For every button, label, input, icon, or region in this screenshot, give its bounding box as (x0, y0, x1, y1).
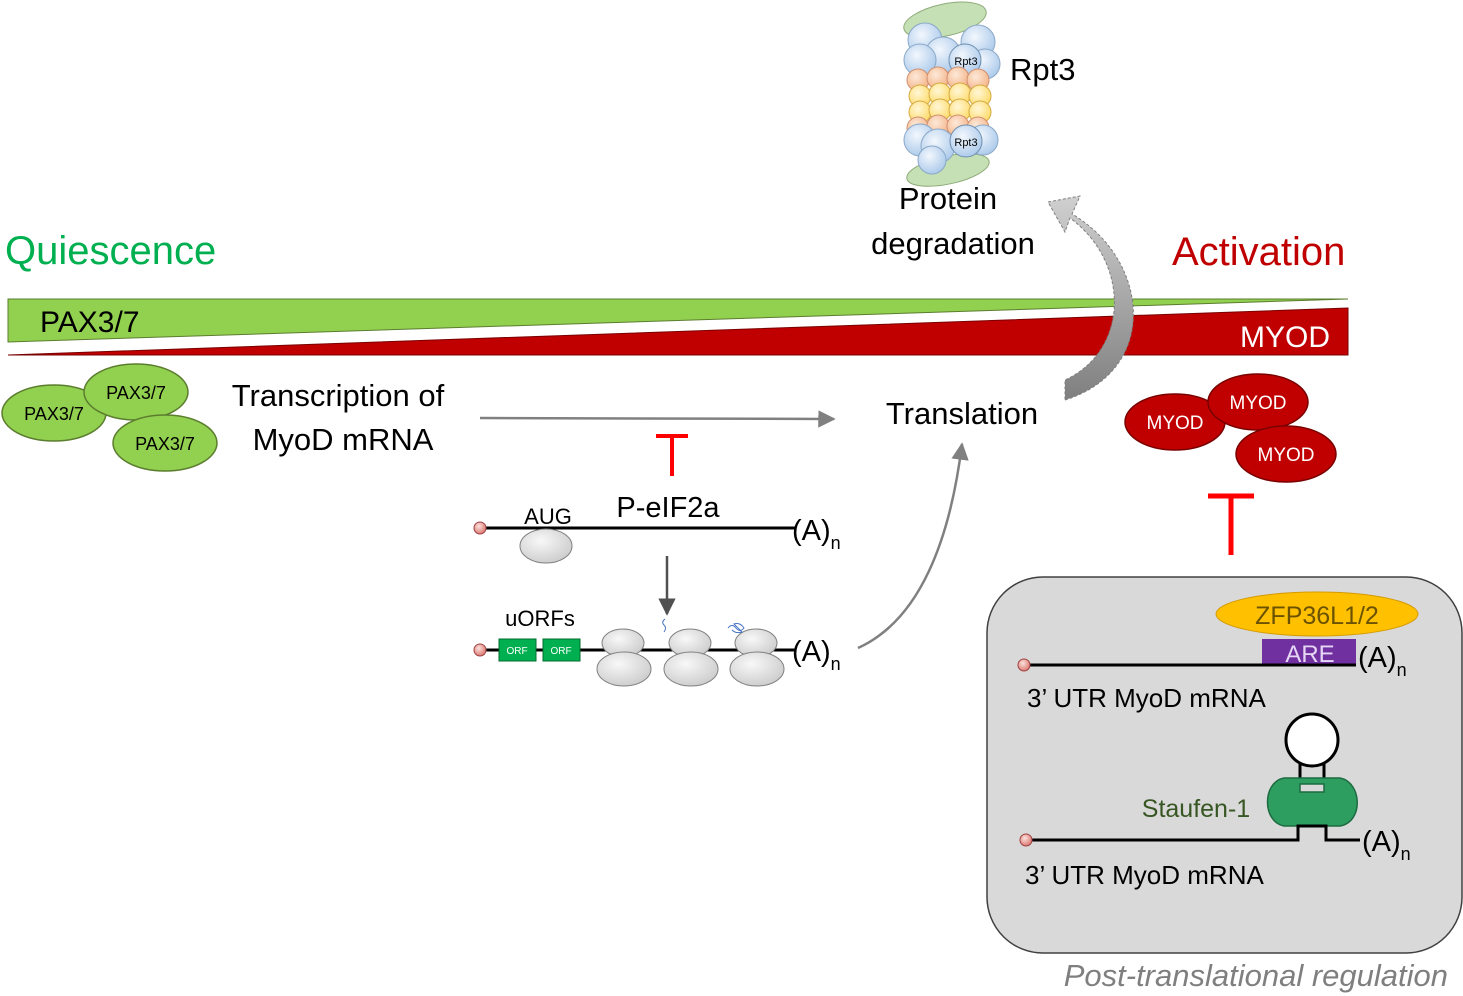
polya-subscript: n (1397, 660, 1407, 680)
rpt3-subunit-label-top: Rpt3 (954, 56, 977, 68)
polya-subscript: n (831, 654, 841, 674)
post-translational-panel (986, 576, 1463, 954)
eif2a-label: P-eIF2a (616, 492, 720, 524)
myod-oval-label: MYOD (1258, 445, 1315, 466)
utr1-polya-tail: (A)n (1358, 642, 1407, 680)
myod-oval-label: MYOD (1230, 393, 1287, 414)
are-box (1262, 639, 1356, 665)
transcription-label-line2: MyoD mRNA (253, 422, 434, 457)
uorf-to-translation-arrow (857, 442, 969, 650)
ribosome-icon (729, 651, 785, 687)
utr2-mrna-line (1026, 824, 1360, 842)
pax-oval (112, 414, 218, 472)
polya-subscript: n (1401, 844, 1411, 864)
ribosome-icon (596, 651, 652, 687)
inhibition-t-icon-large (1208, 493, 1254, 555)
degradation-label-line1: Protein (899, 181, 997, 216)
polya-text: (A) (792, 636, 831, 668)
orf-label: ORF (506, 646, 527, 657)
mrna-cap-icon (1017, 658, 1031, 672)
pax-oval-group (1, 363, 218, 472)
zfp36l-label: ZFP36L1/2 (1255, 602, 1379, 630)
orf-box (542, 638, 581, 662)
pax-gradient-label: PAX3/7 (40, 306, 140, 339)
orf-box (498, 638, 537, 662)
transcription-arrow (479, 410, 836, 428)
staufen-protein-icon (1266, 777, 1358, 827)
proteasome-icon (903, 1, 1001, 187)
rpt3-label: Rpt3 (1010, 52, 1075, 87)
mrna-cap-icon (1019, 833, 1033, 847)
quiescence-label: Quiescence (5, 229, 216, 273)
uorf-polya-tail: (A)n (792, 636, 841, 674)
peptide-icon (662, 618, 666, 633)
utr2-label: 3’ UTR MyoD mRNA (1025, 860, 1264, 890)
peptide-icon (727, 623, 745, 634)
uorf-label: uORFs (505, 606, 575, 631)
degradation-curved-arrow (1047, 195, 1134, 401)
transcription-label-line1: Transcription of (232, 378, 445, 413)
aug-label: AUG (524, 504, 572, 529)
translation-label: Translation (886, 396, 1038, 431)
myod-oval (1235, 425, 1337, 483)
myod-gradient-wedge (7, 307, 1349, 356)
degradation-label-line2: degradation (871, 226, 1035, 261)
myod-oval-label: MYOD (1147, 413, 1204, 434)
eif2a-mrna (473, 521, 796, 564)
pax-oval-label: PAX3/7 (106, 383, 166, 403)
zfp36l-oval (1215, 591, 1419, 637)
polya-text: (A) (1362, 826, 1401, 858)
orf-label: ORF (550, 646, 571, 657)
polya-text: (A) (792, 515, 831, 547)
staufen-label: Staufen-1 (1142, 795, 1250, 823)
utr2-polya-tail: (A)n (1362, 826, 1411, 864)
polya-text: (A) (1358, 642, 1397, 674)
inhibition-t-icon (656, 434, 688, 476)
pax-gradient-wedge (7, 298, 1349, 343)
myod-gradient-label: MYOD (1240, 321, 1330, 354)
rpt3-subunit-label-bottom: Rpt3 (954, 137, 977, 149)
activation-label: Activation (1172, 230, 1345, 274)
ribosome-icon (663, 651, 719, 687)
uorf-mrna (473, 618, 796, 687)
pax-oval-label: PAX3/7 (135, 434, 195, 454)
polya-subscript: n (831, 533, 841, 553)
myod-oval-group (1124, 373, 1337, 483)
eif2a-polya-tail: (A)n (792, 515, 841, 553)
utr1-label: 3’ UTR MyoD mRNA (1027, 683, 1266, 713)
pax-oval-label: PAX3/7 (24, 404, 84, 424)
ribosome-icon (519, 528, 573, 564)
post-translational-caption: Post-translational regulation (1064, 958, 1448, 993)
